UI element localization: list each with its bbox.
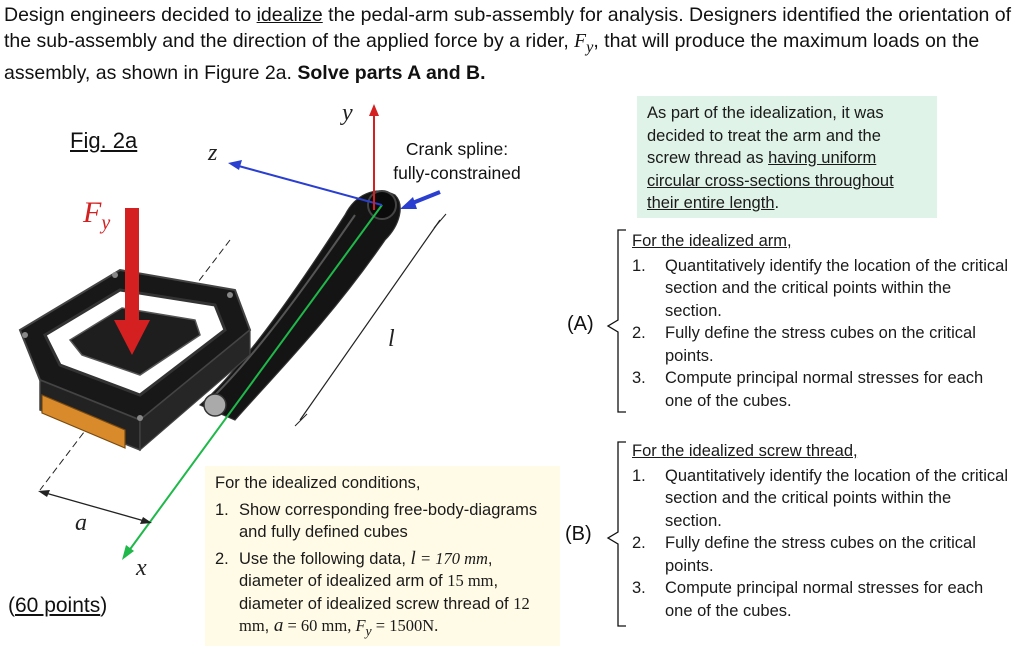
dim-a-line	[41, 491, 149, 523]
crank-spline-arrow	[409, 190, 441, 206]
dim-a-label: a	[75, 510, 87, 536]
intro-solve: Solve parts A and B.	[297, 61, 486, 84]
z-axis-arrowhead	[228, 160, 242, 170]
axis-z-label: z	[208, 140, 218, 166]
y-axis-arrowhead	[369, 104, 379, 116]
dim-l-line	[299, 219, 441, 421]
intro-text-2: the pedal-arm sub-assembly for analysis.…	[4, 4, 1012, 52]
x-axis-arrowhead	[122, 545, 134, 560]
crank-spline-note: Crank spline: fully-constrained	[382, 137, 532, 185]
section-b-item: 1.Quantitatively identify the location o…	[632, 466, 1009, 530]
section-a-item: 1.Quantitatively identify the location o…	[632, 256, 1009, 320]
intro-force-symbol: Fy	[574, 31, 594, 56]
conditions-item-2: 2.Use the following data, l = 170 mm, di…	[215, 547, 530, 639]
section-a-item: 2.Fully define the stress cubes on the c…	[632, 324, 976, 365]
axis-x-label: x	[136, 555, 147, 581]
brace-b	[606, 441, 626, 627]
x-axis-line	[127, 204, 383, 553]
section-a-item: 3.Compute principal normal stresses for …	[632, 369, 984, 410]
intro-idealize: idealize	[256, 4, 323, 26]
section-b-item: 3.Compute principal normal stresses for …	[632, 579, 984, 620]
intro-paragraph: Design engineers decided to idealize the…	[4, 2, 1014, 86]
intro-text-3: , that will produce the maximum loads on…	[4, 30, 980, 84]
brace-a	[606, 229, 626, 413]
pedal-spindle-end	[203, 393, 227, 417]
pedal-arm-figure	[18, 104, 447, 560]
points-label: (60 points)	[8, 594, 108, 617]
crank-note-line-2: fully-constrained	[393, 163, 521, 183]
conditions-title: For the idealized conditions,	[215, 474, 421, 492]
section-b-label: (B)	[565, 523, 592, 545]
force-arrow-head	[114, 320, 150, 355]
section-a-label: (A)	[567, 313, 594, 335]
intro-text-1: Design engineers decided to	[4, 4, 257, 26]
section-b-item: 2.Fully define the stress cubes on the c…	[632, 534, 976, 575]
section-braces	[606, 229, 626, 627]
conditions-box: For the idealized conditions, 1.Show cor…	[205, 466, 560, 646]
dim-l-label: l	[388, 326, 395, 352]
force-arrow-shaft	[125, 208, 139, 323]
figure-label: Fig. 2a	[70, 128, 138, 153]
section-b: For the idealized screw thread, 1.Quanti…	[632, 440, 1012, 622]
section-b-header: For the idealized screw thread,	[632, 442, 858, 460]
section-a-header: For the idealized arm,	[632, 232, 792, 250]
idealization-note-box: As part of the idealization, it was deci…	[637, 96, 937, 218]
axis-y-label: y	[342, 100, 353, 126]
crank-note-line-1: Crank spline:	[405, 139, 509, 159]
conditions-item-1: 1.Show corresponding free-body-diagrams …	[215, 500, 538, 542]
z-axis-line	[234, 164, 383, 206]
section-a: For the idealized arm, 1.Quantitatively …	[632, 230, 1012, 412]
force-label: Fy	[83, 196, 111, 234]
